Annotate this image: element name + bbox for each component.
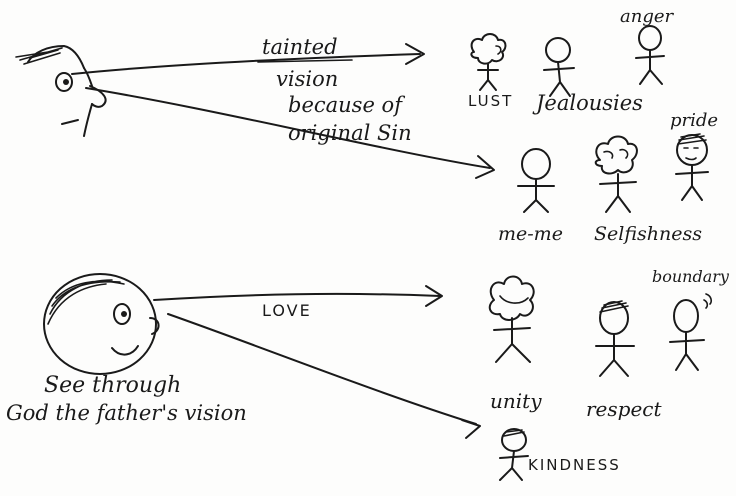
boundary-label: boundary xyxy=(652,267,730,286)
selfishness-figure xyxy=(594,135,638,213)
selfishness-label: Selfishness xyxy=(594,223,702,245)
lust-figure xyxy=(470,33,507,91)
kindness-label: KINDNESS xyxy=(528,456,621,474)
anger-label: anger xyxy=(620,6,674,27)
me-me-label: me-me xyxy=(498,223,563,245)
respect-figure xyxy=(595,300,635,377)
lower-tainted-arrow xyxy=(85,87,495,179)
tainted-underline xyxy=(257,59,353,63)
love-label: LOVE xyxy=(262,301,312,320)
love-arrow xyxy=(153,285,443,307)
jealousies-figure xyxy=(543,37,575,97)
respect-label: respect xyxy=(586,397,663,421)
see-through-label: See through xyxy=(44,373,181,398)
anger-figure xyxy=(635,25,665,85)
pride-label: pride xyxy=(670,110,718,131)
father-vision-label: God the father's vision xyxy=(6,401,247,425)
bottom-face xyxy=(43,273,160,375)
vision-label: vision xyxy=(276,67,338,91)
lust-label: LUST xyxy=(468,92,513,110)
unity-label: unity xyxy=(490,389,542,413)
unity-figure xyxy=(488,275,535,363)
jealousies-label: Jealousies xyxy=(532,91,643,115)
boundary-figure xyxy=(669,293,712,371)
me-me-figure xyxy=(517,148,555,213)
because-of-label: because of xyxy=(288,93,405,117)
pride-figure xyxy=(675,133,709,201)
tainted-label: tainted xyxy=(262,35,338,59)
tainted-vision-arrow xyxy=(71,43,425,75)
top-face xyxy=(15,45,107,137)
kindness-arrow xyxy=(167,313,481,439)
kindness-figure xyxy=(499,428,529,481)
original-sin-label: original Sin xyxy=(288,121,412,145)
